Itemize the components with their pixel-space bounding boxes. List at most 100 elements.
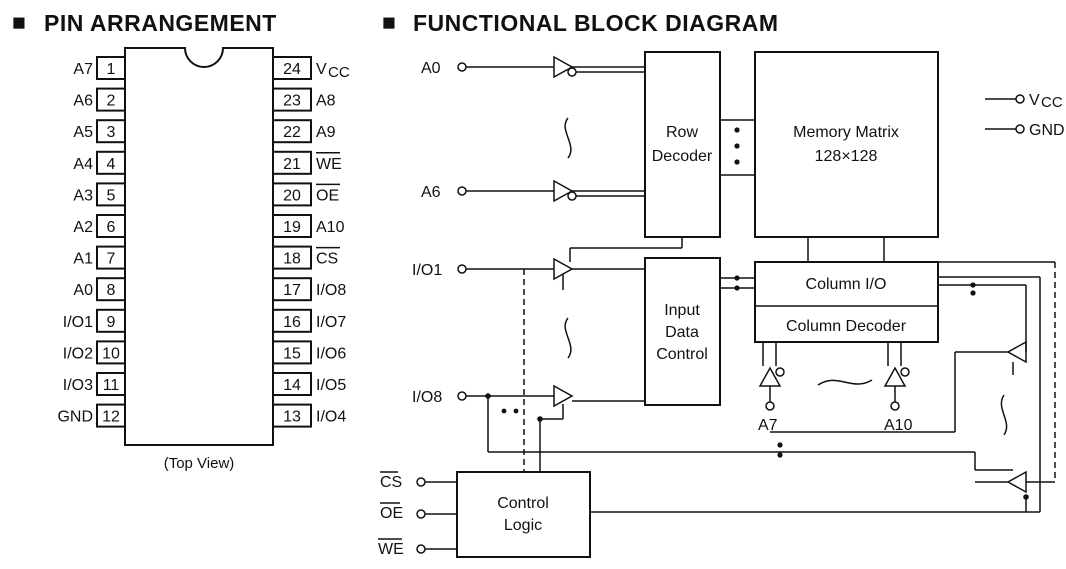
input-a10-buffer [883, 342, 910, 411]
pin-box [96, 372, 126, 396]
input-io1-label: I/O1 [412, 262, 442, 279]
input-io1-line [457, 237, 683, 290]
column-block [754, 261, 939, 343]
pin-name: I/O5 [316, 377, 346, 394]
input-a10-label: A10 [884, 417, 913, 434]
pin-name: A9 [316, 124, 336, 141]
pin-box [272, 119, 312, 144]
row-bus-connector [720, 119, 755, 176]
pin-name: I/O4 [316, 409, 346, 426]
we-pin [416, 544, 426, 554]
pin-number: 4 [107, 156, 116, 173]
vcc-label: V [1029, 92, 1040, 109]
memory-matrix-label: Memory Matrix [793, 124, 899, 141]
pin-name: A1 [73, 251, 93, 268]
power-gnd: GND [985, 122, 1065, 139]
left-pin-column: 1A72A63A54A45A36A27A18A09I/O110I/O211I/O… [57, 56, 126, 428]
pin-number: 12 [102, 409, 120, 426]
pin-box [96, 214, 126, 238]
row-decoder-block [644, 51, 721, 238]
pin-number: 21 [283, 156, 301, 173]
io-bus-dots [720, 275, 976, 296]
pin-name: A2 [73, 219, 93, 236]
memory-matrix-block [754, 51, 939, 238]
row-decoder-label-2: Decoder [652, 148, 713, 165]
input-data-control-label-1: Input [664, 302, 700, 319]
pin-box [96, 340, 126, 365]
pin-arrangement-title: PIN ARRANGEMENT [44, 10, 277, 36]
input-a0-label: A0 [421, 60, 441, 77]
pin-name: A0 [73, 282, 93, 299]
input-data-control-label-3: Control [656, 346, 708, 363]
pin-box [272, 403, 312, 428]
pin-number: 9 [107, 314, 116, 331]
functional-block-diagram-title: FUNCTIONAL BLOCK DIAGRAM [413, 10, 779, 36]
pin-name: WE [316, 156, 342, 173]
pin-box [96, 119, 126, 144]
pin-box [272, 372, 312, 396]
pin-10: 10I/O2 [63, 340, 126, 365]
input-cs-label: CS [380, 474, 402, 491]
power-vcc: V CC [985, 92, 1063, 111]
input-a0-line [457, 55, 645, 79]
pin-box [96, 277, 126, 302]
pin-number: 23 [283, 93, 301, 110]
pin-name: I/O3 [63, 377, 93, 394]
pin-name: A5 [73, 124, 93, 141]
pin-name: A7 [73, 61, 93, 78]
control-logic-label-2: Logic [504, 517, 542, 534]
input-data-control-block [644, 257, 721, 406]
pin-box [96, 308, 126, 333]
pin-name: I/O6 [316, 345, 346, 362]
pin-name: I/O7 [316, 314, 346, 331]
pin-box [272, 308, 312, 333]
input-a7-label: A7 [758, 417, 778, 434]
input-a6-line [457, 179, 645, 203]
pin-box [272, 150, 312, 175]
pin-11: 11I/O3 [63, 372, 126, 396]
pin-box [96, 245, 126, 270]
pin-box [272, 214, 312, 238]
input-io8-line [457, 384, 976, 472]
cs-pin [416, 477, 426, 487]
pin-4: 4A4 [73, 150, 126, 175]
pin-number: 22 [283, 124, 301, 141]
column-io-label: Column I/O [806, 276, 887, 293]
pin-box [96, 150, 126, 175]
pin-16: 16 I/O7 [272, 308, 346, 333]
pin-name: A10 [316, 219, 345, 236]
pin-1: 1A7 [73, 56, 126, 80]
column-decoder-label: Column Decoder [786, 318, 907, 335]
pin-name: A3 [73, 187, 93, 204]
pin-box [272, 56, 312, 80]
control-logic-block [456, 471, 591, 558]
memory-matrix-size: 128×128 [815, 148, 878, 165]
pin-box [272, 277, 312, 302]
pin-5: 5A3 [73, 182, 126, 207]
pin-number: 2 [107, 93, 116, 110]
pin-box [272, 182, 312, 207]
top-view-label: (Top View) [164, 455, 235, 472]
vcc-label-sub: CC [1041, 94, 1063, 111]
pin-number: 6 [107, 219, 116, 236]
pin-name: CS [316, 251, 338, 268]
pin-22: 22 A9 [272, 119, 336, 144]
pin-box [96, 403, 126, 428]
input-a6-label: A6 [421, 184, 441, 201]
pin-name-sub: CC [328, 64, 350, 81]
pin-name: V [316, 61, 327, 78]
pin-number: 16 [283, 314, 301, 331]
pin-number: 20 [283, 187, 301, 204]
pin-6: 6 A2 [73, 214, 126, 238]
pin-number: 3 [107, 124, 116, 141]
pin-2: 2A6 [73, 87, 126, 112]
block-section-bullet: ■ [382, 9, 396, 35]
ellipsis-mark-col [817, 379, 873, 386]
